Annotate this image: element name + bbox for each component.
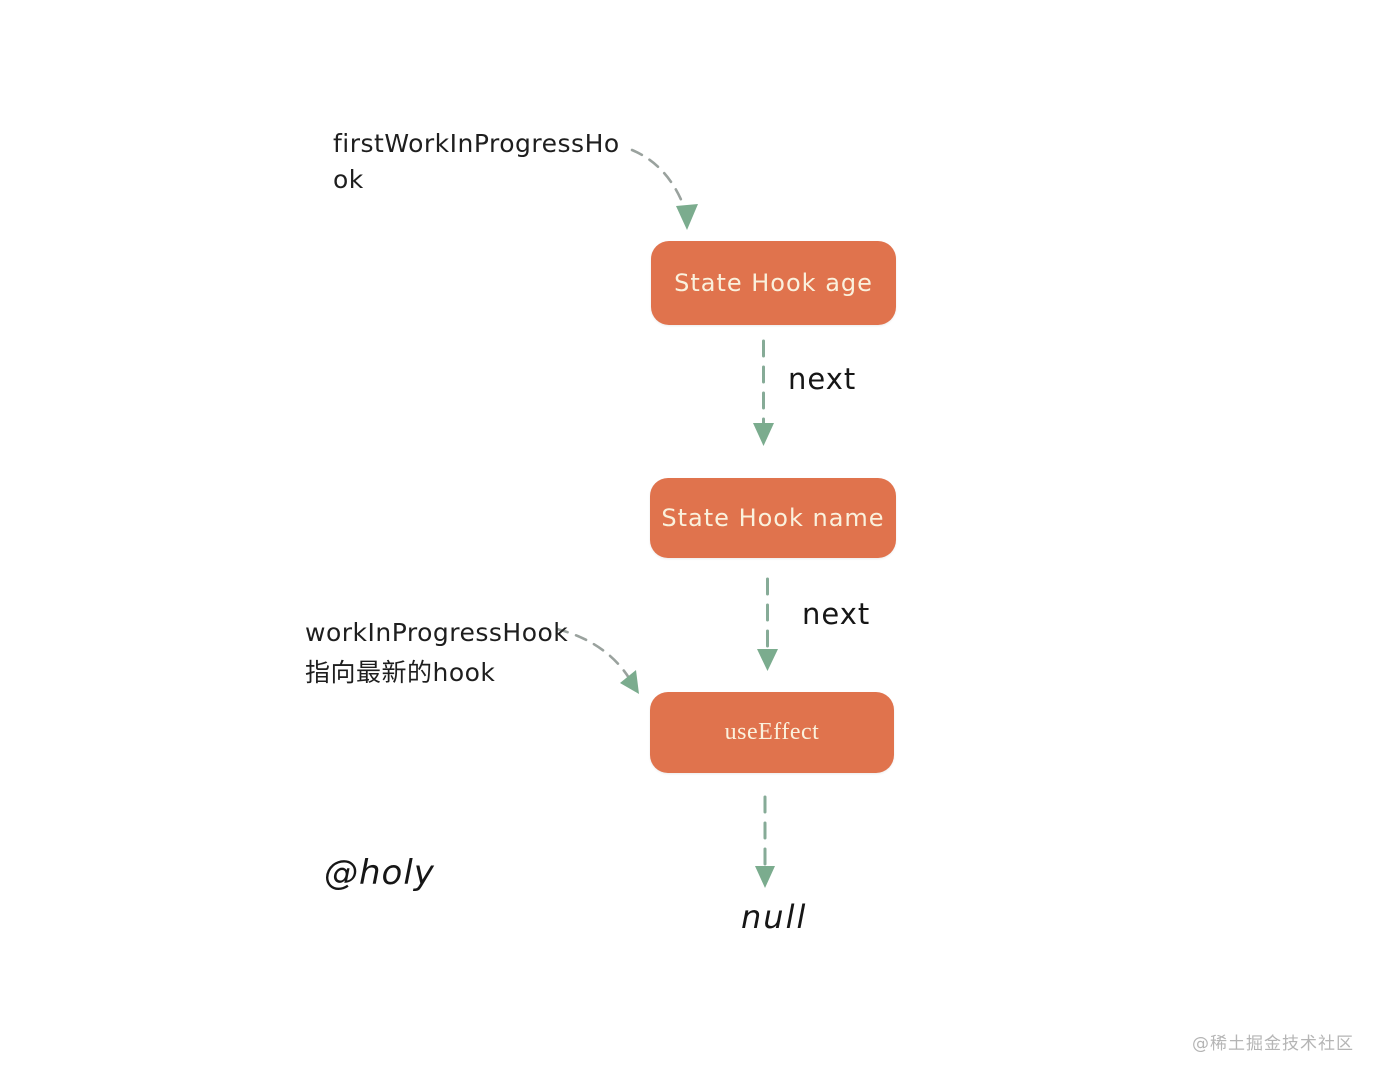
- edge-label-next-2: next: [802, 597, 871, 631]
- community-watermark: @稀土掘金技术社区: [1192, 1034, 1354, 1054]
- arrow-next-1: [753, 339, 774, 446]
- author-signature: @holy: [324, 853, 435, 893]
- label-work-in-progress-hook: workInProgressHook 指向最新的hook: [305, 613, 635, 693]
- label-work-in-progress-hook-line1: workInProgressHook: [305, 618, 569, 647]
- node-use-effect: useEffect: [650, 692, 894, 773]
- node-use-effect-label: useEffect: [724, 719, 820, 745]
- label-first-work-in-progress-hook: firstWorkInProgressHook: [333, 129, 620, 194]
- arrowhead-to-null: [755, 866, 775, 888]
- edge-label-next-1: next: [788, 362, 857, 396]
- arrowhead-next-1: [753, 423, 774, 446]
- arrow-to-null: [755, 795, 775, 888]
- node-state-hook-age: State Hook age: [651, 241, 896, 325]
- label-work-in-progress-hook-line2: 指向最新的hook: [305, 658, 496, 687]
- node-state-hook-age-label: State Hook age: [674, 269, 873, 297]
- node-state-hook-name: State Hook name: [650, 478, 896, 558]
- label-null-terminator: null: [741, 898, 808, 936]
- arrow-next-2: [757, 577, 778, 671]
- arrowhead-next-2: [757, 649, 778, 671]
- arrowhead-first-hook: [676, 204, 698, 230]
- node-state-hook-name-label: State Hook name: [661, 504, 885, 532]
- arrow-first-hook-pointer: [630, 148, 698, 230]
